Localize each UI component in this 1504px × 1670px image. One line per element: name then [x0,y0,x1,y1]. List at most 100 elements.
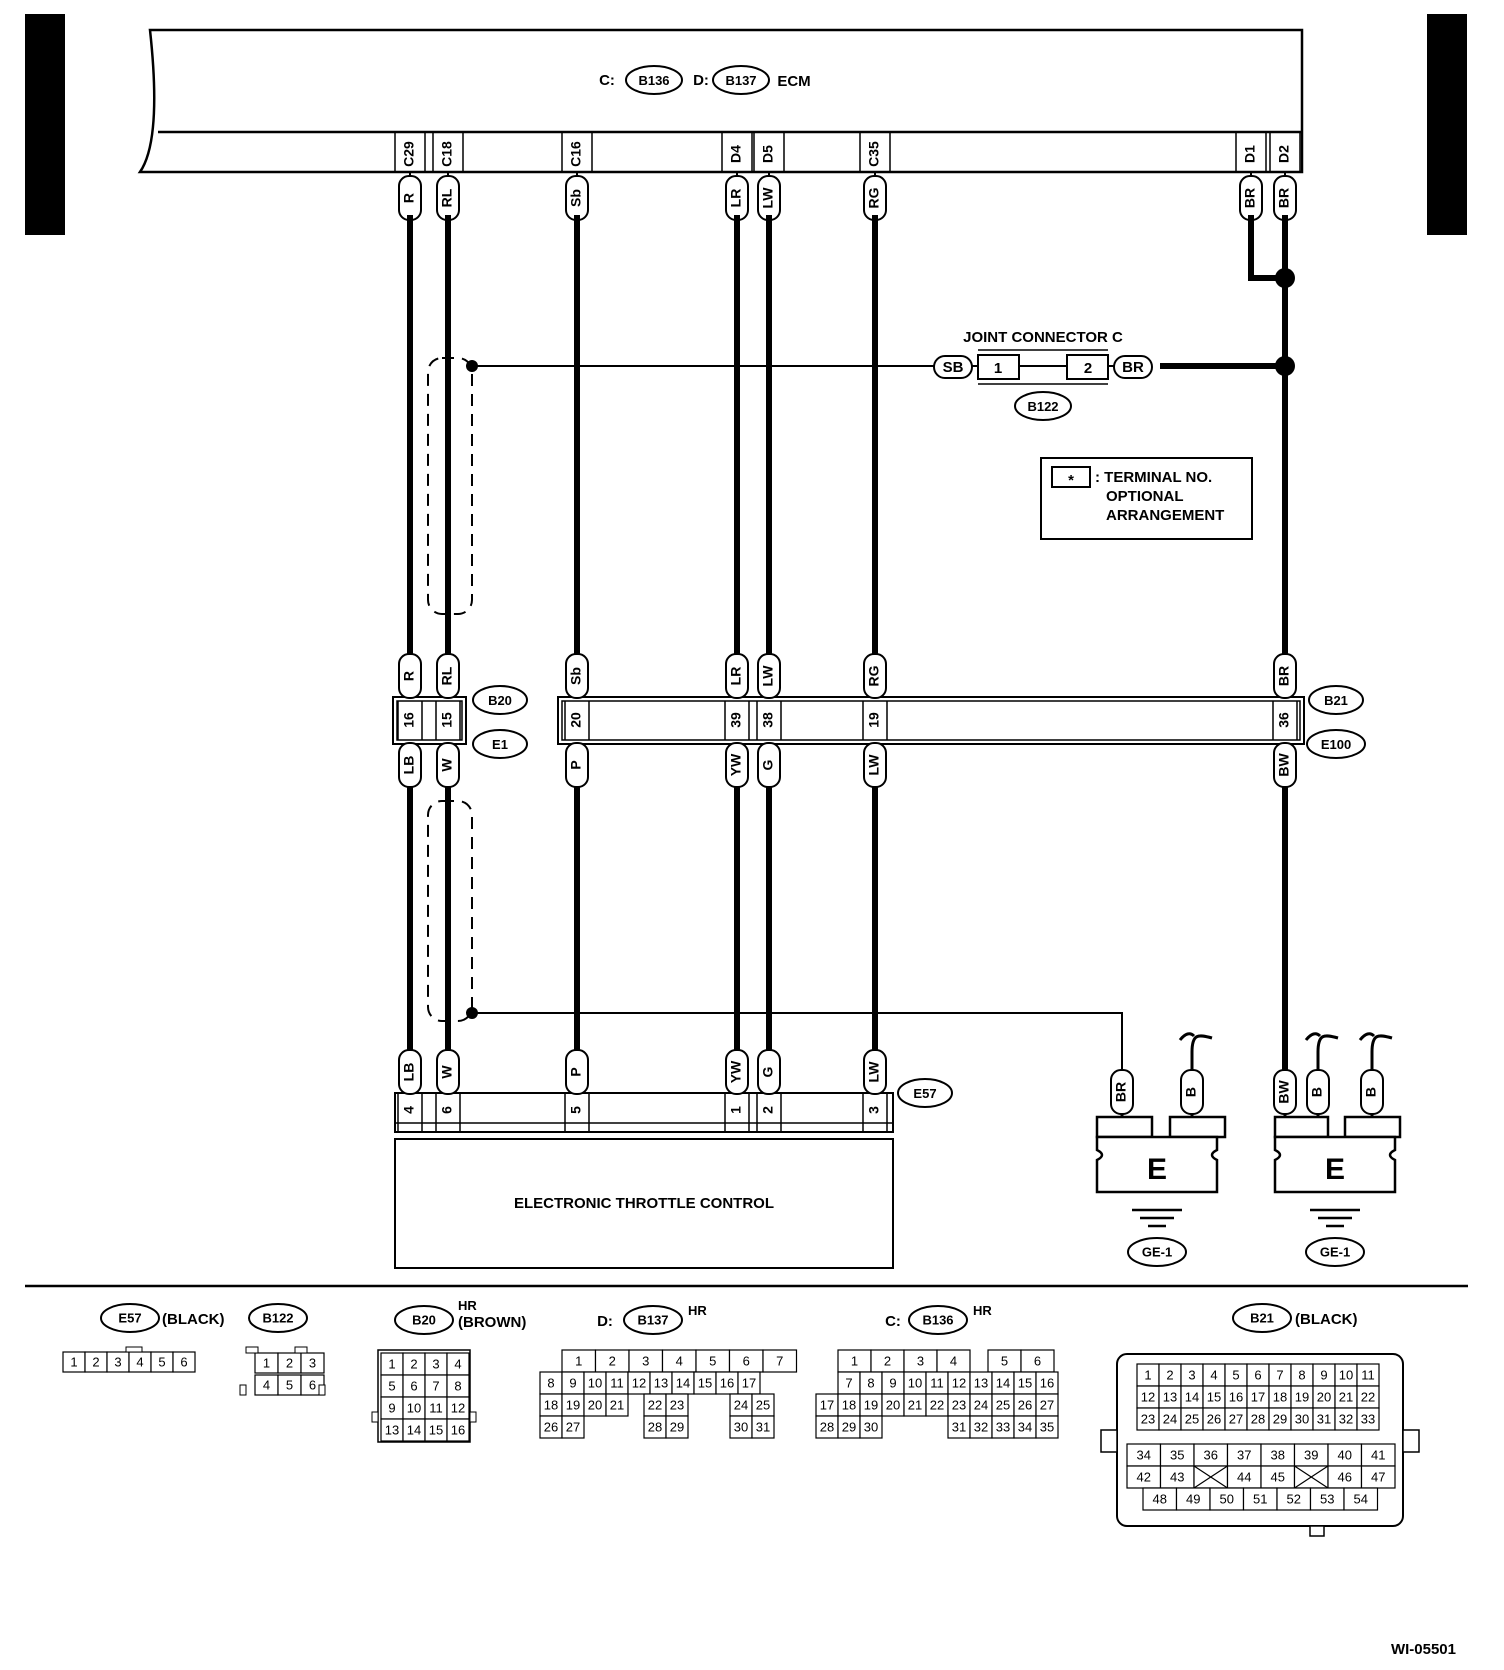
pin-number: 5 [388,1378,395,1393]
ground-label: GE-1 [1142,1244,1172,1259]
pin-number: 39 [1304,1447,1318,1462]
legend-line1: : TERMINAL NO. [1095,469,1212,486]
wire-tag [565,653,589,699]
pin-cell [1360,1465,1396,1489]
mid-upper-wire-color: R [401,671,417,681]
wire-tag [725,653,749,699]
pin-cell [751,1415,775,1439]
pin-number: 46 [1338,1469,1352,1484]
etc-wire-color: G [760,1066,776,1077]
wire-tag [1273,742,1297,788]
pin-number: 6 [743,1353,750,1368]
connector-prefix: D: [597,1313,613,1330]
pin-number: 40 [1338,1447,1352,1462]
pin-number: 12 [632,1375,646,1390]
pin-number: 14 [407,1422,421,1437]
mid-pin-number: 20 [568,712,584,728]
etc-wire-color: YW [728,1060,744,1083]
mid-pin-number: 15 [439,712,455,728]
pin-number: 8 [1298,1367,1305,1382]
pin-number: 18 [544,1397,558,1412]
pin-number: 6 [1034,1353,1041,1368]
pin-number: 17 [820,1397,834,1412]
pin-number: 21 [610,1397,624,1412]
mid-upper-wire-color: RG [866,665,882,686]
pin-number: 4 [950,1353,957,1368]
pin-number: 24 [734,1397,748,1412]
etc-pin-number: 6 [439,1106,455,1114]
pin-number: 15 [1207,1389,1221,1404]
wire-tag [863,742,887,788]
pin-number: 19 [566,1397,580,1412]
ecm-box: C: B136 D: B137 ECM [137,28,1304,174]
pin-number: 14 [1185,1389,1199,1404]
joint-pin1: 1 [994,360,1002,377]
pin-number: 18 [1273,1389,1287,1404]
etc-pin-number: 1 [728,1106,744,1114]
pin-number: 22 [648,1397,662,1412]
pin-cell [1343,1487,1379,1511]
pin-number: 33 [996,1419,1010,1434]
pin-number: 33 [1361,1411,1375,1426]
joint-right-wire: BR [1122,359,1144,376]
ground-terminal-body [1273,1135,1397,1194]
pin-number: 51 [1253,1491,1267,1506]
ecm-name: ECM [777,73,810,90]
wire-tag [863,1049,887,1095]
mid-lower-wire-color: W [439,758,455,772]
connector-latch [469,1411,477,1423]
mid-connector-left-inner [396,700,463,741]
mid-connectors [392,696,1305,745]
mid-lower-wire-color: YW [728,753,744,776]
wire-stub [1370,1034,1393,1076]
pin-number: 27 [1229,1411,1243,1426]
shield-wire-lower [472,1012,1123,1076]
ecm-wire-color: RG [866,187,882,208]
pin-number: 27 [1040,1397,1054,1412]
etc-pin-number: 4 [401,1106,417,1114]
pin-number: 20 [588,1397,602,1412]
pin-number: 8 [867,1375,874,1390]
ecm-wire-color: BR [1276,188,1292,208]
side-tab-right-label: C/C(NA)-03 [1426,34,1464,213]
pin-number: 28 [820,1419,834,1434]
wire-tag [398,1049,422,1095]
ground-lug [1095,1115,1154,1139]
pin-number: 2 [410,1356,417,1371]
pin-number: 17 [1251,1389,1265,1404]
pin-number: 7 [432,1378,439,1393]
pin-cell [446,1418,470,1442]
junctions [466,268,1295,1019]
mid-upper-wire-color: BR [1276,666,1292,686]
pin-number: 19 [1295,1389,1309,1404]
pin-number: 25 [756,1397,770,1412]
pin-number: 9 [388,1400,395,1415]
ecm-wire-color: LR [728,189,744,208]
etc-name: ELECTRONIC THROTTLE CONTROL [514,1195,774,1212]
pin-cell [665,1415,689,1439]
legend-box: * : TERMINAL NO. OPTIONAL ARRANGEMENT [1040,457,1253,540]
pin-number: 22 [930,1397,944,1412]
etc-pin-number: 3 [866,1106,882,1114]
ground-letter: E [1147,1153,1167,1186]
wire-stub [1178,1032,1196,1041]
pin-number: 26 [1207,1411,1221,1426]
pin-number: 3 [432,1356,439,1371]
pin-cell [300,1352,325,1374]
etc-wire-color: W [439,1065,455,1079]
mid-left-bottom-id: E1 [492,737,508,752]
pin-number: 7 [776,1353,783,1368]
pin-number: 23 [1141,1411,1155,1426]
junction-dot [1275,268,1295,288]
ground-wire-color: BW [1276,1080,1292,1104]
connector-id: B20 [412,1312,436,1327]
pin-number: 19 [864,1397,878,1412]
pin-number: 5 [286,1377,293,1392]
etc-pin-number: 5 [568,1106,584,1114]
wire-tag [398,653,422,699]
